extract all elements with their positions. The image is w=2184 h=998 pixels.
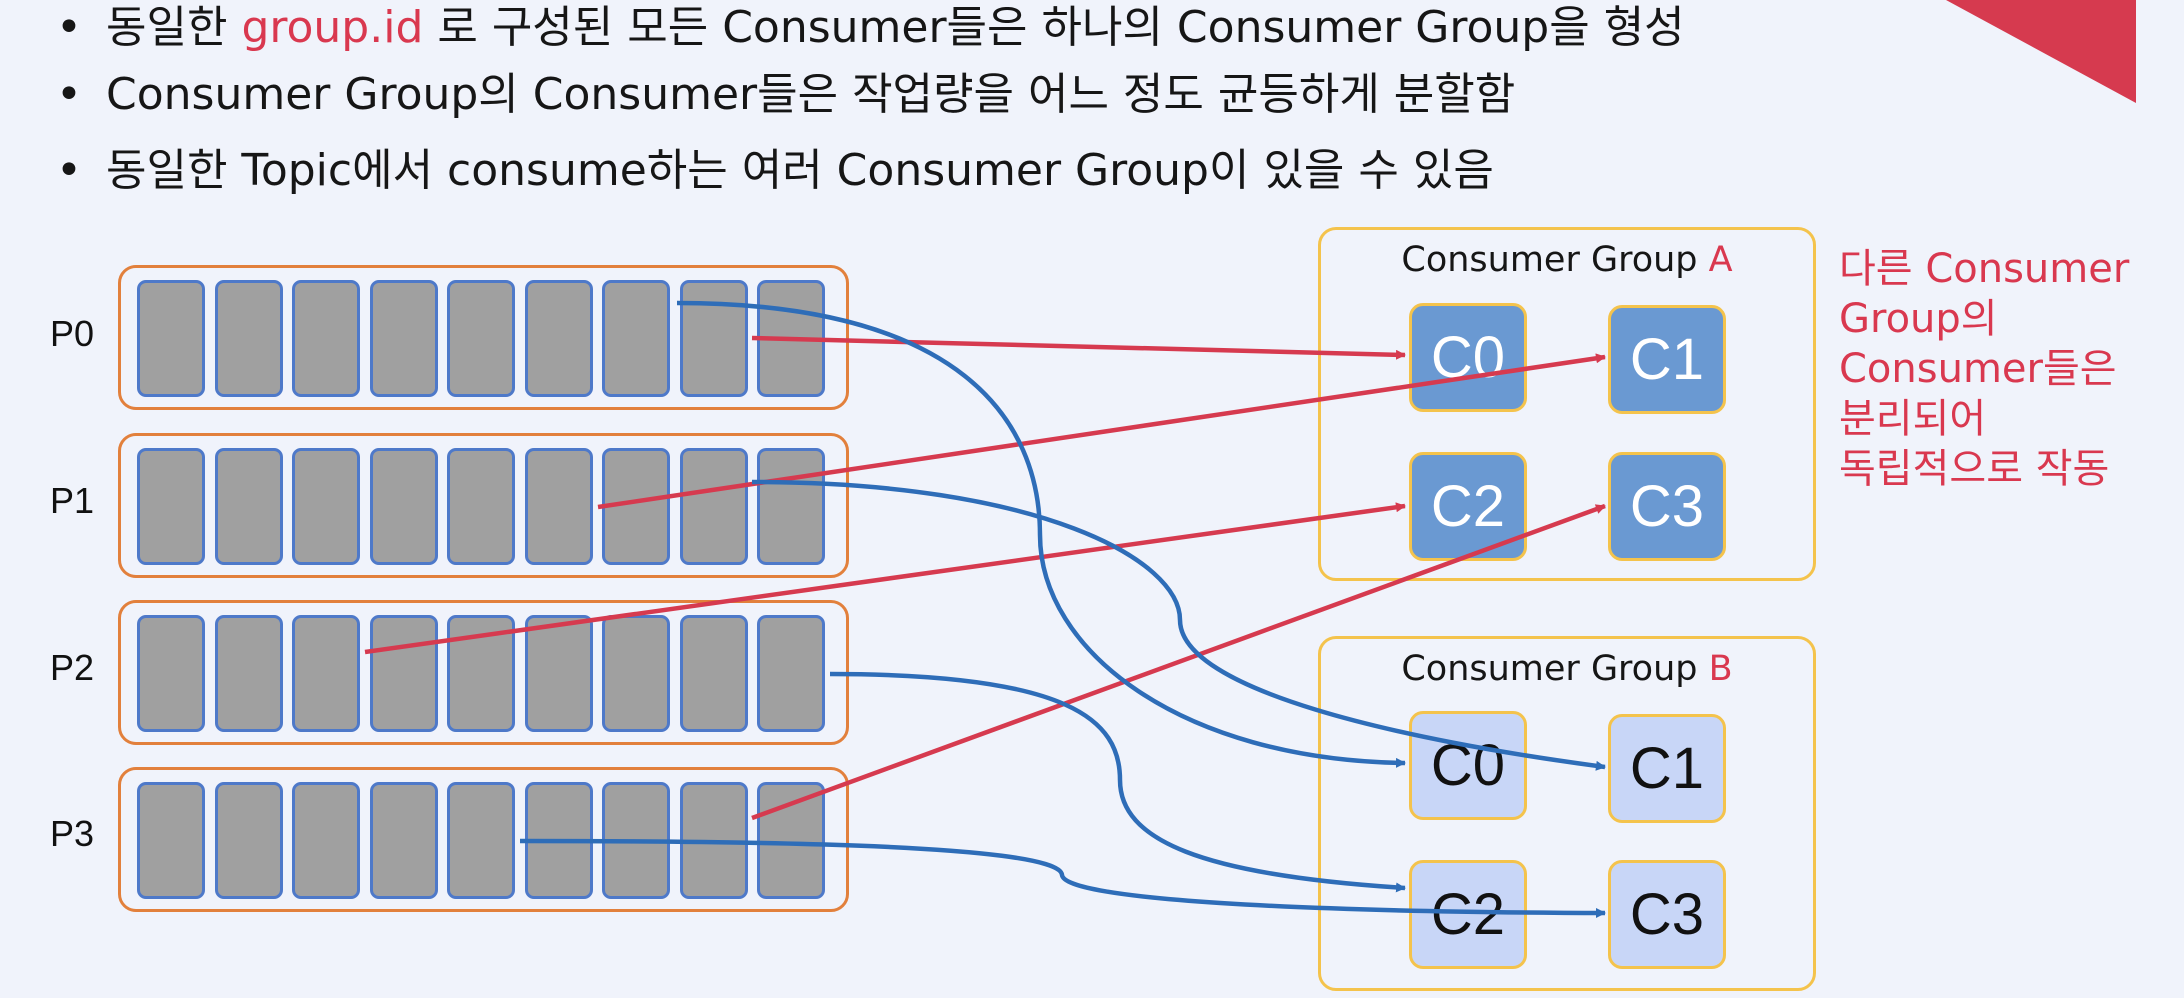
partition-segment [214,448,283,565]
partition-segment [447,448,515,565]
partition-segment [602,615,670,732]
flow-b-p3-to-c3 [519,838,1606,918]
note-line: 독립적으로 작동 [1839,446,2110,492]
partition-p2 [118,600,849,745]
independence-note: 다른 Consumer Group의 Consumer들은 분리되어 독립적으로… [1839,244,2169,494]
note-line: Consumer들은 [1839,346,2117,392]
partition-segment [137,280,205,397]
note-line: Group의 [1839,296,1998,342]
bullet-item: •동일한 Topic에서 consume하는 여러 Consumer Group… [56,143,1494,199]
partition-segment [524,448,593,565]
partition-segment [757,615,825,732]
partition-segment [679,448,748,565]
partition-p3 [118,767,849,912]
group-id-highlight: group.id [241,2,424,53]
bullet-item: •Consumer Group의 Consumer들은 작업량을 어느 정도 균… [56,67,1515,123]
group-b-consumer-c3: C3 [1608,860,1726,969]
partition-segment [214,280,283,397]
partition-segment [369,448,438,565]
partition-segment [214,782,283,899]
consumer-group-a: Consumer Group A C0 C1 C2 C3 [1318,227,1816,581]
flow-a-p2-to-c2 [364,502,1406,655]
flow-a-p0-to-c0 [751,335,1406,360]
partition-segment [447,280,515,397]
note-line: 다른 Consumer [1839,246,2130,292]
partition-segment [524,615,593,732]
partition-segment [292,280,360,397]
partition-label-p1: P1 [50,480,95,521]
partition-segment [369,280,438,397]
bullet-item: •동일한 group.id 로 구성된 모든 Consumer들은 하나의 Co… [56,0,1685,56]
partition-p0 [118,265,849,410]
partition-segment [292,615,360,732]
partition-p1 [118,433,849,578]
bullet-dot-icon: • [56,69,82,120]
partition-segment [524,280,593,397]
group-b-title: Consumer Group B [1401,649,1733,689]
flow-a-p1-to-c1 [597,353,1606,510]
partition-segment [369,782,438,899]
partition-segment [447,782,515,899]
partition-segment [292,782,360,899]
group-b-consumer-c0: C0 [1409,711,1527,820]
note-line: 분리되어 [1839,396,1987,442]
bullet-dot-icon: • [56,2,82,53]
group-b-consumer-c1: C1 [1608,714,1726,823]
partition-segment [679,615,748,732]
group-a-consumer-c0: C0 [1409,303,1527,412]
corner-triangle-decoration [1946,0,2136,103]
flow-b-p2-to-c2 [829,671,1406,893]
partition-label-p0: P0 [50,313,95,354]
consumer-group-b: Consumer Group B C0 C1 C2 C3 [1318,636,1816,991]
group-a-consumer-c1: C1 [1608,305,1726,414]
partition-segment [602,280,670,397]
bullet-dot-icon: • [56,145,82,196]
partition-label-p2: P2 [50,647,95,688]
partition-label-p3: P3 [50,813,95,854]
flow-a-p3-to-c3 [751,503,1606,821]
partition-segment [137,448,205,565]
flow-b-p0-to-c0 [676,300,1406,768]
partition-segment [214,615,283,732]
partition-segment [679,280,748,397]
partition-segment [292,448,360,565]
group-a-consumer-c3: C3 [1608,452,1726,561]
group-a-title: Consumer Group A [1401,240,1733,280]
partition-segment [137,615,205,732]
partition-segment [757,448,825,565]
partition-segment [137,782,205,899]
partition-segment [369,615,438,732]
flow-b-p1-to-c1 [751,479,1606,771]
